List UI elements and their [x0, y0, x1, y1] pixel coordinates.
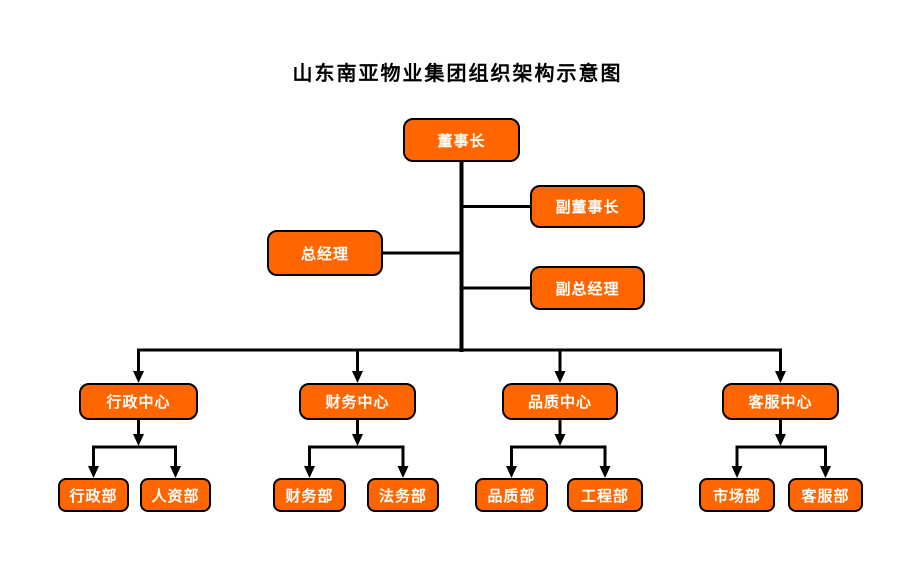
diagram-title: 山东南亚物业集团组织架构示意图: [292, 61, 623, 85]
org-node-quality-center: 品质中心: [502, 383, 618, 420]
org-node-market-dept: 市场部: [699, 478, 775, 512]
org-node-label: 客服中心: [748, 393, 813, 411]
org-node-label: 副董事长: [555, 198, 620, 216]
org-node-service-center: 客服中心: [722, 383, 839, 420]
org-node-label: 副总经理: [555, 279, 620, 298]
org-node-admin-dept: 行政部: [58, 478, 129, 512]
org-node-label: 法务部: [378, 486, 427, 505]
org-node-label: 市场部: [712, 486, 761, 505]
org-node-label: 财务中心: [325, 393, 390, 411]
org-node-deputy-general-manager: 副总经理: [530, 266, 645, 310]
org-node-label: 行政部: [69, 486, 118, 505]
org-node-general-manager: 总经理: [267, 230, 383, 276]
org-node-label: 财务部: [285, 486, 334, 505]
org-node-hr-dept: 人资部: [140, 478, 211, 512]
org-node-label: 客服部: [801, 486, 850, 505]
org-node-label: 品质中心: [527, 393, 592, 411]
org-node-finance-center: 财务中心: [299, 383, 416, 420]
org-node-label: 行政中心: [106, 393, 171, 411]
org-node-label: 品质部: [487, 486, 536, 505]
org-node-service-dept: 客服部: [788, 478, 863, 512]
org-node-label: 工程部: [580, 486, 629, 505]
org-node-label: 董事长: [437, 131, 486, 150]
org-node-quality-dept: 品质部: [475, 478, 548, 512]
org-node-vice-chairman: 副董事长: [530, 185, 645, 228]
org-node-label: 总经理: [300, 244, 349, 263]
org-node-legal-dept: 法务部: [367, 478, 439, 512]
org-node-admin-center: 行政中心: [79, 383, 198, 420]
org-node-engineering-dept: 工程部: [567, 478, 643, 512]
org-node-finance-dept: 财务部: [273, 478, 346, 512]
org-node-label: 人资部: [151, 486, 200, 505]
org-node-chairman: 董事长: [403, 118, 520, 162]
